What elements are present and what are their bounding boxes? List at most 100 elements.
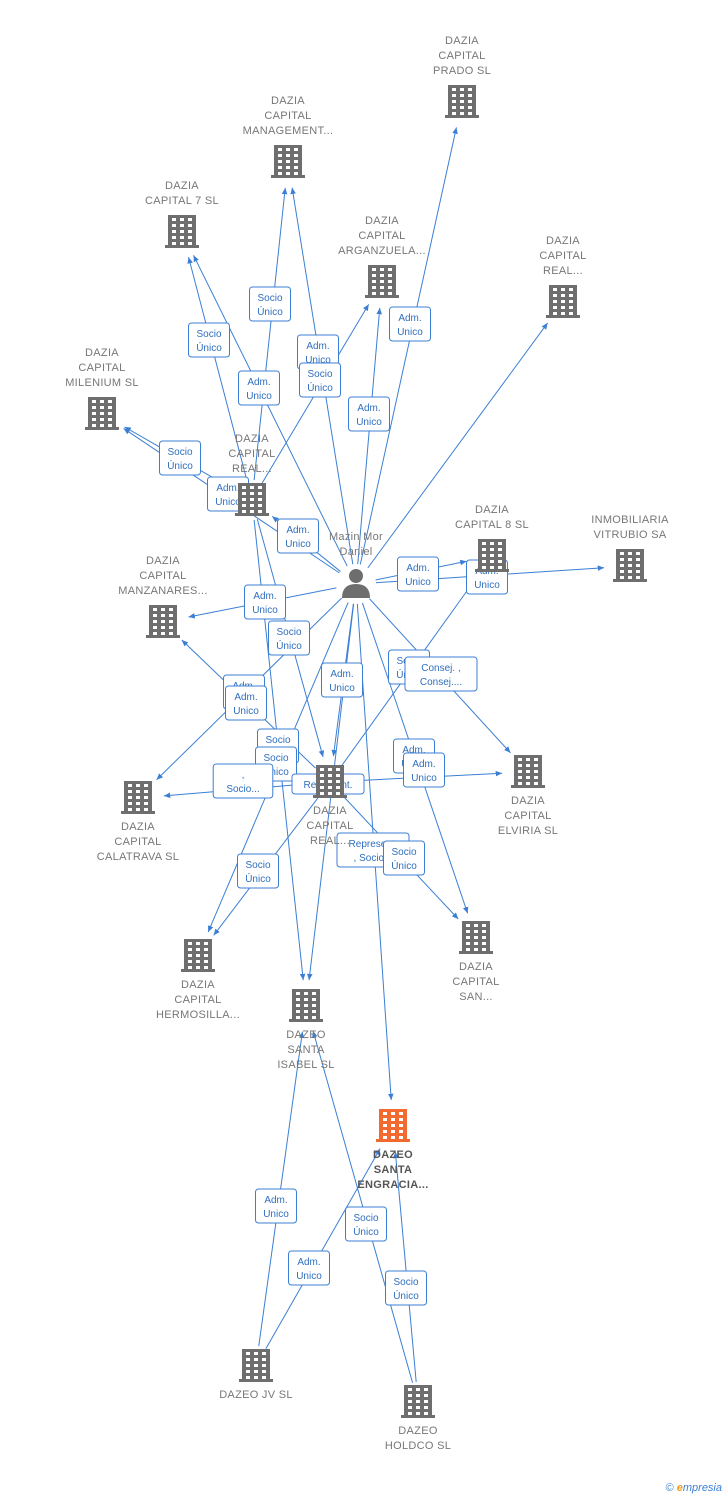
building-icon xyxy=(376,1109,410,1142)
building-icon xyxy=(511,755,545,788)
building-icon xyxy=(313,765,347,798)
edge-label-text: Adm. xyxy=(412,759,435,770)
node-arganzuela[interactable]: DAZIACAPITALARGANZUELA... xyxy=(338,215,426,298)
edge-person-to-capital7 xyxy=(193,255,348,567)
building-icon xyxy=(401,1385,435,1418)
edge-label-frame xyxy=(237,853,279,889)
node-label-line: ENGRACIA... xyxy=(357,1179,428,1191)
edge-label-box[interactable]: Adm.Unico xyxy=(389,306,431,342)
edge-label-text: Adm. xyxy=(406,563,429,574)
edge-label-box[interactable]: Consej. ,Consej.... xyxy=(404,656,478,692)
edge-label-frame xyxy=(348,396,390,432)
node-label-line: DAZIA xyxy=(459,961,493,973)
edge-label-text: Unico xyxy=(296,1271,322,1282)
edge-label-box[interactable]: Adm. Unico xyxy=(403,752,445,788)
node-label-line: SAN... xyxy=(459,991,493,1003)
node-jv[interactable]: DAZEO JV SL xyxy=(219,1349,293,1401)
node-label-line: MANAGEMENT... xyxy=(243,125,334,137)
edge-labels-layer: SocioÚnicoSocioÚnicoAdm.UnicoAdm.UnicoSo… xyxy=(159,286,508,1306)
building-icon xyxy=(546,285,580,318)
edge-person-to-prado xyxy=(359,127,458,565)
edge-label-text: Unico xyxy=(411,773,437,784)
node-label-line: DAZEO xyxy=(398,1425,438,1437)
edge-label-box[interactable]: Adm.Unico xyxy=(321,662,363,698)
building-icon xyxy=(271,145,305,178)
edge-label-text: Unico xyxy=(246,391,272,402)
edge-label-frame xyxy=(389,306,431,342)
node-hermosilla[interactable]: DAZIACAPITALHERMOSILLA... xyxy=(156,939,240,1021)
edge-label-text: Adm. xyxy=(398,313,421,324)
node-real_top[interactable]: DAZIACAPITALREAL... xyxy=(539,235,586,318)
edge-label-box[interactable]: Adm.Unico xyxy=(238,370,280,406)
edge-label-frame xyxy=(288,1250,330,1286)
edge-label-box[interactable]: ,Socio... xyxy=(212,763,274,799)
edge-label-text: Unico xyxy=(285,539,311,550)
edge-label-box[interactable]: Adm.Unico xyxy=(288,1250,330,1286)
edge-label-text: Unico xyxy=(474,580,500,591)
edge-label-box[interactable]: Adm.Unico xyxy=(348,396,390,432)
node-label-line: CAPITAL xyxy=(452,976,499,988)
edge-label-text: Único xyxy=(353,1225,379,1238)
node-label-line: DAZIA xyxy=(445,35,479,47)
footer-brand[interactable]: © empresia xyxy=(666,1482,722,1494)
edge-label-frame xyxy=(212,763,274,799)
edge-label-box[interactable]: Adm.Unico xyxy=(277,518,319,554)
edge-label-text: Único xyxy=(257,305,283,318)
node-real_center[interactable]: DAZIACAPITALREAL... xyxy=(306,765,353,847)
node-label-line: MILENIUM SL xyxy=(65,377,139,389)
edge-label-frame xyxy=(188,322,230,358)
edge-label-box[interactable]: Adm.Unico xyxy=(244,584,286,620)
building-icon xyxy=(475,539,509,572)
node-label-line: REAL... xyxy=(310,835,350,847)
edge-label-frame xyxy=(225,685,267,721)
node-label-line: DAZIA xyxy=(121,821,155,833)
node-label-line: REAL... xyxy=(543,265,583,277)
node-prado[interactable]: DAZIA CAPITAL PRADO SL xyxy=(433,35,491,118)
node-label-line: HERMOSILLA... xyxy=(156,1009,240,1021)
edge-label-box[interactable]: Adm.Unico xyxy=(255,1188,297,1224)
building-icon xyxy=(239,1349,273,1382)
building-icon xyxy=(445,85,479,118)
edge-label-text: Unico xyxy=(252,605,278,616)
edge-label-frame xyxy=(383,840,425,876)
edge-label-text: Unico xyxy=(305,355,331,366)
edge-label-frame xyxy=(268,620,310,656)
node-management[interactable]: DAZIACAPITALMANAGEMENT... xyxy=(243,95,334,178)
edge-label-text: Socio xyxy=(393,1277,418,1288)
node-label-line: DAZIA xyxy=(146,555,180,567)
edge-label-text: Único xyxy=(196,341,222,354)
edge-label-text: Único xyxy=(393,1289,419,1302)
node-label-line: REAL... xyxy=(232,463,272,475)
node-label-line: PRADO SL xyxy=(433,65,491,77)
edge-label-box[interactable]: Adm.Unico xyxy=(397,556,439,592)
node-santa_engracia[interactable]: DAZEOSANTAENGRACIA... xyxy=(357,1109,428,1191)
node-real_left[interactable]: DAZIACAPITALREAL... xyxy=(228,433,275,516)
edge-label-frame xyxy=(385,1270,427,1306)
building-icon xyxy=(165,215,199,248)
edge-label-text: Socio xyxy=(391,847,416,858)
edge-label-text: Único xyxy=(245,872,271,885)
node-san[interactable]: DAZIA CAPITAL SAN... xyxy=(452,921,499,1003)
node-label-line: CAPITAL xyxy=(438,50,485,62)
edge-label-text: Adm. xyxy=(357,403,380,414)
node-manzanares[interactable]: DAZIACAPITALMANZANARES... xyxy=(118,555,207,638)
edge-label-box[interactable]: Adm.Unico xyxy=(225,685,267,721)
